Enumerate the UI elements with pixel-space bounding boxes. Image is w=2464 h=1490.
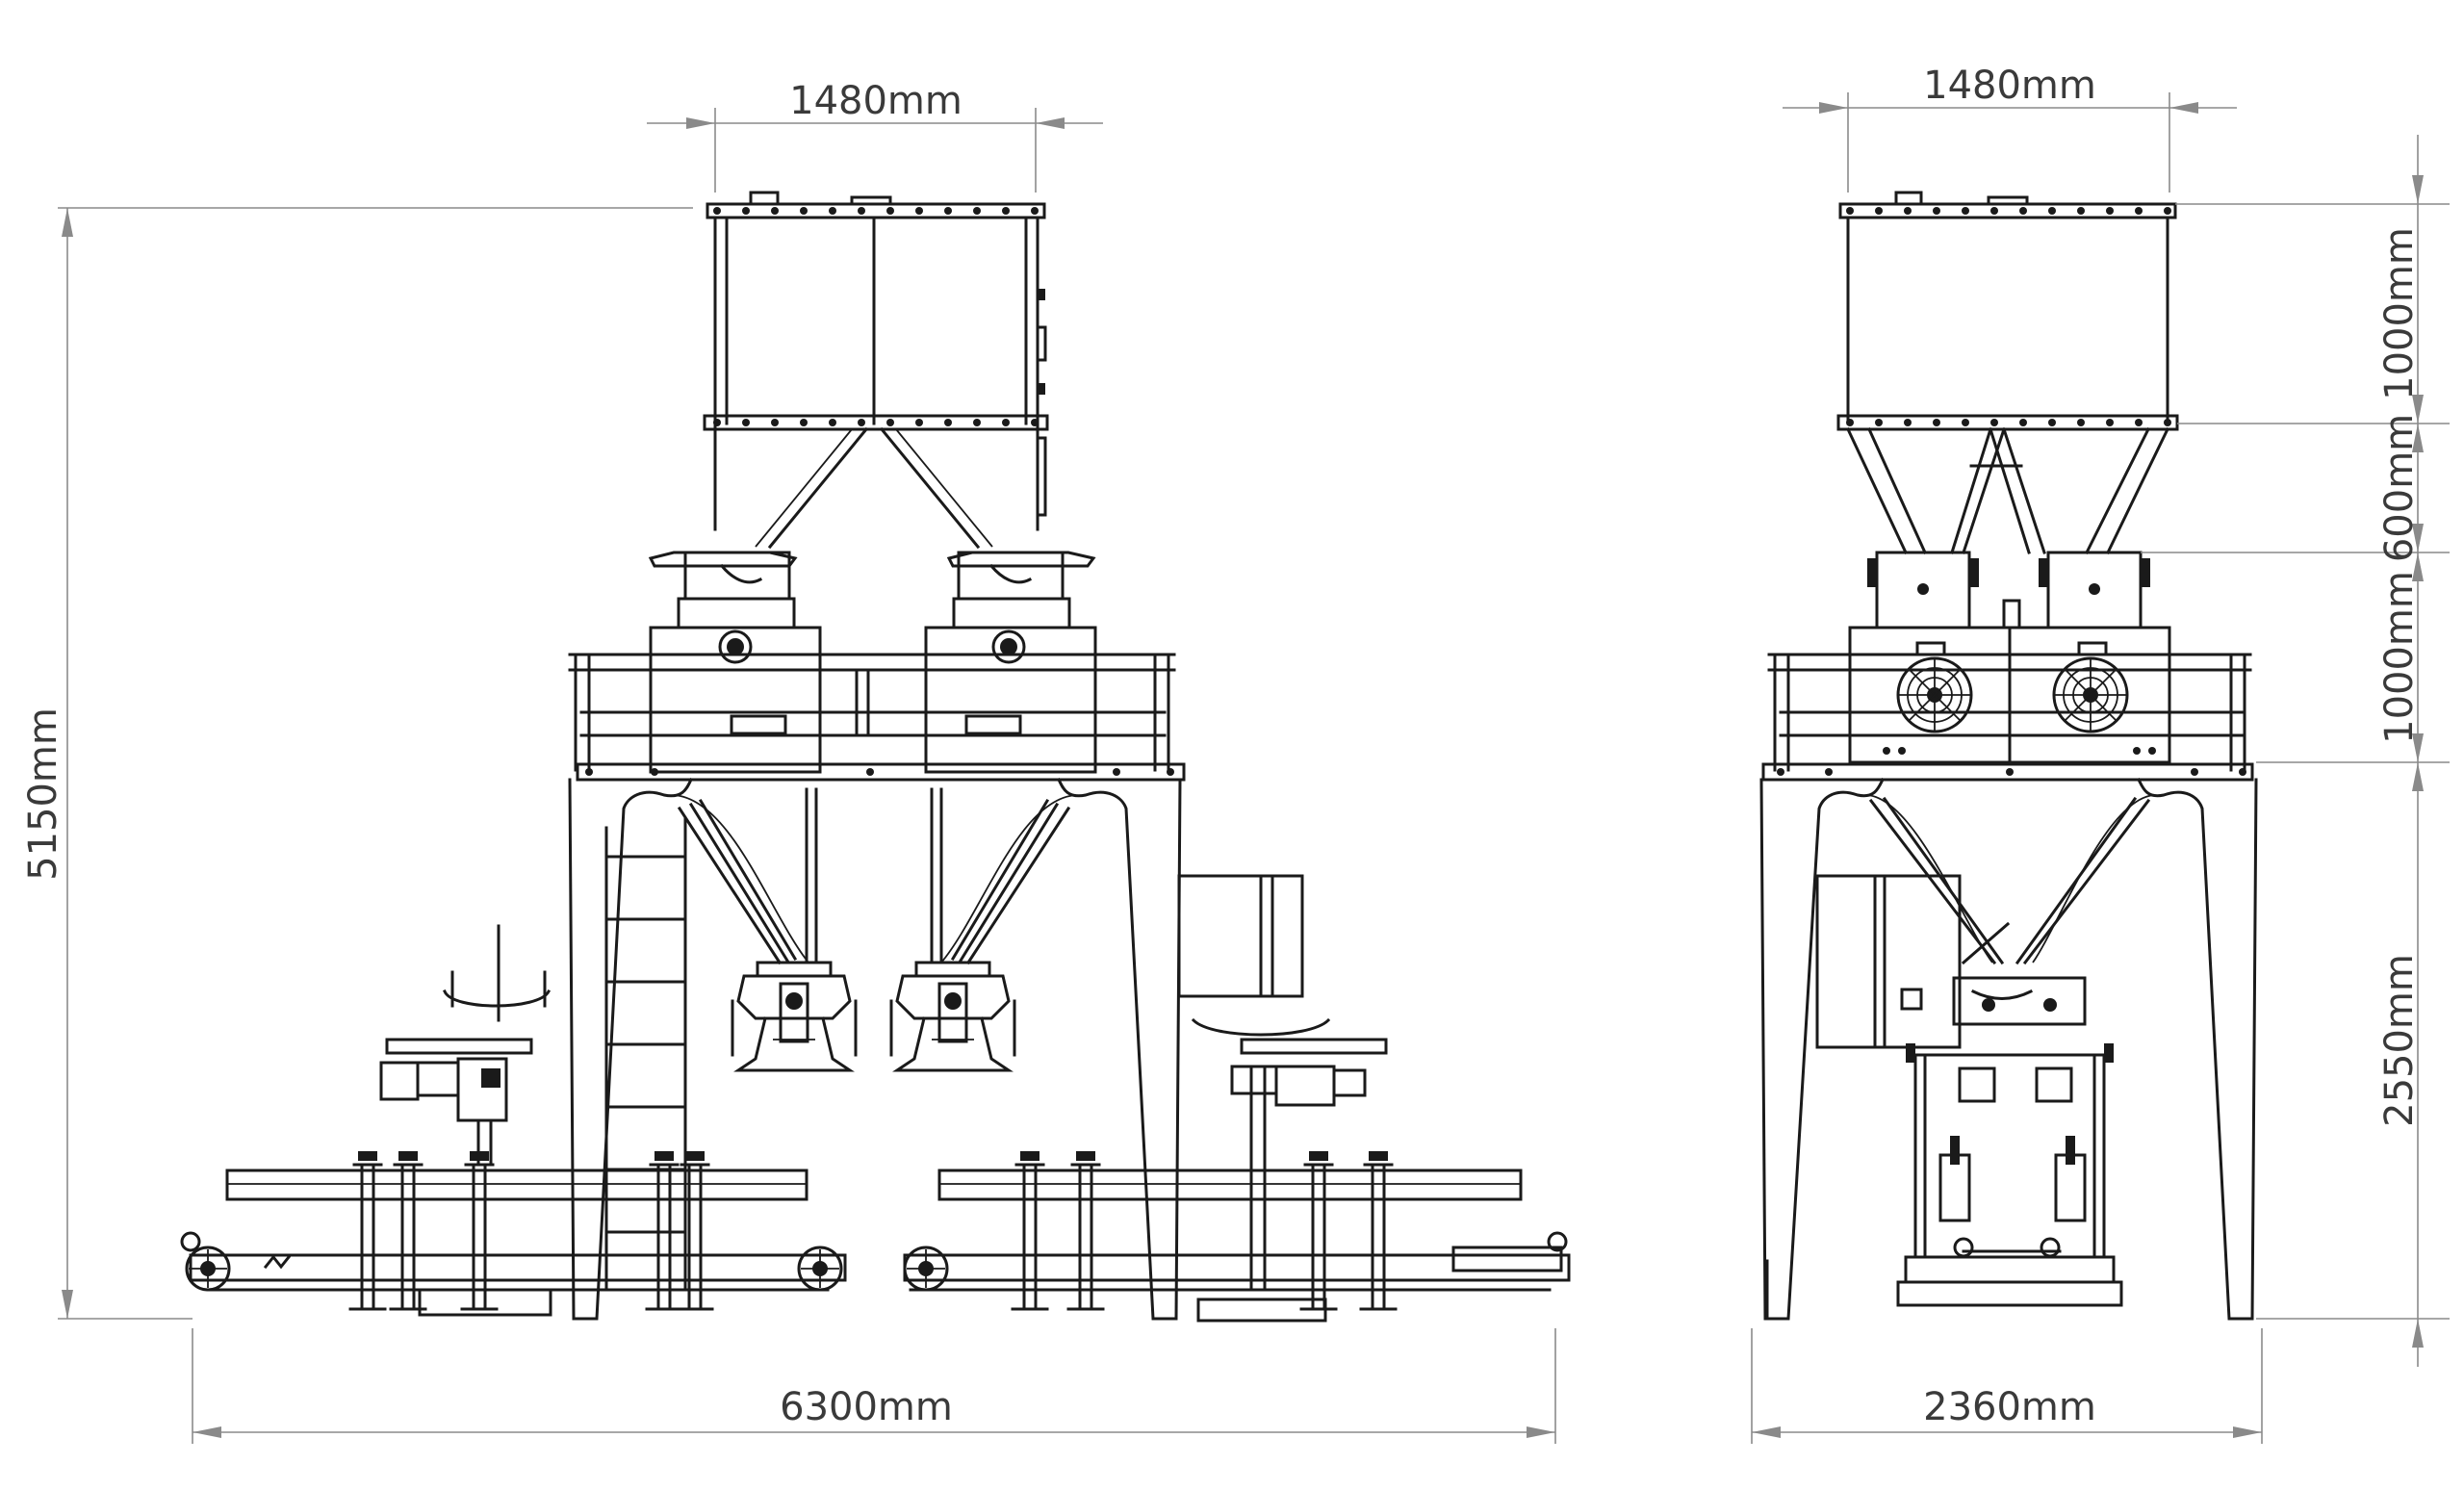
dim-front-overall-width: 6300mm xyxy=(780,1385,953,1429)
dim-total-height: 5150mm xyxy=(21,707,65,881)
side-hopper xyxy=(1836,191,2179,555)
front-conveyor-left xyxy=(180,1149,847,1317)
front-sewing-station-left xyxy=(379,924,552,1167)
side-platform xyxy=(1761,653,2254,782)
dimension-lines xyxy=(58,92,2450,1444)
dim-side-hopper-height: 1000mm xyxy=(2377,227,2422,400)
front-hopper xyxy=(703,191,1049,550)
dim-side-platform-height: 2550mm xyxy=(2377,954,2422,1127)
front-sewing-station-right xyxy=(1177,874,1388,1323)
front-chutes xyxy=(677,787,1071,1072)
dim-side-top-width: 1480mm xyxy=(1923,64,2096,108)
dim-front-top-width: 1480mm xyxy=(789,79,962,123)
side-frame xyxy=(1759,777,2258,1321)
side-view xyxy=(1759,191,2258,1321)
dim-side-weigher-height: 1000mm xyxy=(2377,571,2422,744)
dim-side-overall-width: 2360mm xyxy=(1923,1385,2096,1429)
side-bagging-unit xyxy=(1896,921,2123,1307)
front-conveyor-right xyxy=(903,1149,1571,1311)
dim-side-cone-height: 600mm xyxy=(2377,414,2422,562)
front-weigher-right xyxy=(924,551,1097,774)
side-weighers xyxy=(1848,551,2171,764)
front-platform xyxy=(568,653,1186,782)
front-frame xyxy=(568,777,1182,1321)
dimension-labels: 1480mm 1480mm 5150mm 6300mm 2360mm 1000m… xyxy=(21,64,2422,1429)
front-view xyxy=(180,191,1571,1323)
front-weigher-left xyxy=(648,551,822,774)
